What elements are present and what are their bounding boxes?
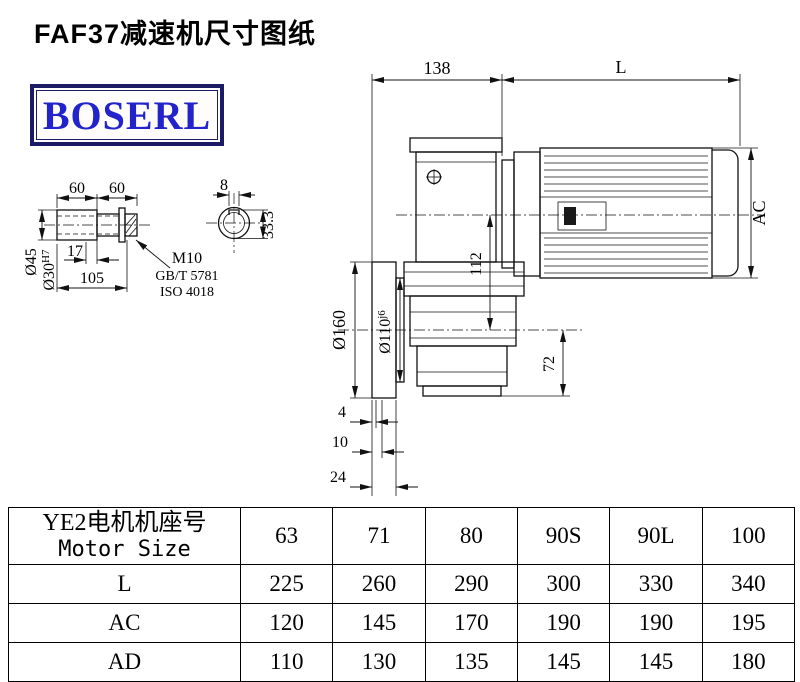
shaft-side-view: 60 60 17 105 Ø45 Ø30H7 M10 GB/T 5781 ISO… <box>23 180 219 300</box>
table-cell: 180 <box>701 642 796 682</box>
label-thread-m10: M10 <box>172 250 202 267</box>
output-flange: Ø160 Ø110j6 <box>329 261 585 399</box>
dim-105: 105 <box>80 270 104 287</box>
dia110-tolerance: j6 <box>376 310 388 320</box>
table-cell: 290 <box>424 564 518 604</box>
table-cell: 135 <box>424 642 518 682</box>
table-cell: 90L <box>609 507 703 565</box>
dim-L: L <box>616 57 627 77</box>
technical-drawing: 60 60 17 105 Ø45 Ø30H7 M10 GB/T 5781 ISO… <box>23 57 769 496</box>
dim-shaft-60b: 60 <box>109 180 125 197</box>
table-row-motor-size: YE2电机机座号 Motor Size 63 71 80 90S 90L 100 <box>8 507 796 565</box>
dia110-value: Ø110 <box>377 319 394 354</box>
header-label-en: Motor Size <box>58 536 191 562</box>
label-standard-gbt: GB/T 5781 <box>155 269 218 284</box>
dim-dia160: Ø160 <box>329 310 349 350</box>
dim-17: 17 <box>67 243 83 260</box>
motor-nameplate <box>557 201 607 231</box>
dim-dia110: Ø110j6 <box>376 310 394 354</box>
brand-logo-box: BOSERL <box>30 84 224 146</box>
dim-10: 10 <box>332 434 348 451</box>
ac-dimension: AC <box>712 147 769 279</box>
table-cell: 195 <box>701 603 796 643</box>
table-cell: 260 <box>332 564 426 604</box>
dim-dia30: Ø30H7 <box>40 249 58 291</box>
table-cell: 100 <box>701 507 796 565</box>
center-distance-dimensions: 112 72 <box>468 215 570 397</box>
dim-112: 112 <box>468 252 485 275</box>
table-cell: 330 <box>609 564 703 604</box>
dim-keyway-8: 8 <box>220 177 228 194</box>
shaft-end-view: 8 33.3 <box>206 177 277 253</box>
header-label-cn: YE2电机机座号 <box>42 510 207 537</box>
table-row-AD: AD 110 130 135 145 145 180 <box>8 642 796 682</box>
dim-72: 72 <box>541 356 558 372</box>
table-cell: 130 <box>332 642 426 682</box>
table-row-L: L 225 260 290 300 330 340 <box>8 564 796 604</box>
dim-dia45: Ø45 <box>23 248 40 276</box>
dia30-tolerance: H7 <box>40 249 52 263</box>
dim-shaft-60a: 60 <box>69 180 85 197</box>
table-cell: 170 <box>424 603 518 643</box>
table-cell: 120 <box>239 603 334 643</box>
motor-size-header-cell: YE2电机机座号 Motor Size <box>8 507 241 565</box>
table-cell: 225 <box>239 564 334 604</box>
table-cell: 300 <box>516 564 611 604</box>
top-dimensions: 138 L <box>371 57 741 262</box>
table-cell: 145 <box>609 642 703 682</box>
table-cell: 80 <box>424 507 518 565</box>
dia30-value: Ø30 <box>41 263 58 291</box>
dim-33-3: 33.3 <box>260 211 277 239</box>
table-cell: 63 <box>239 507 334 565</box>
brand-logo-text: BOSERL <box>42 92 212 138</box>
table-cell: 110 <box>239 642 334 682</box>
table-cell: 145 <box>332 603 426 643</box>
dim-4: 4 <box>338 404 346 421</box>
fan-cover <box>712 149 739 277</box>
motor <box>396 147 762 279</box>
row-label: L <box>8 564 241 604</box>
table-row-AC: AC 120 145 170 190 190 195 <box>8 603 796 643</box>
table-cell: 145 <box>516 642 611 682</box>
dim-AC: AC <box>749 200 769 225</box>
table-cell: 190 <box>609 603 703 643</box>
table-cell: 340 <box>701 564 796 604</box>
dimension-table: YE2电机机座号 Motor Size 63 71 80 90S 90L 100… <box>8 507 796 682</box>
gearbox-housing <box>403 137 525 397</box>
bottom-dimensions: 4 10 24 <box>330 400 418 496</box>
table-cell: 71 <box>332 507 426 565</box>
row-label: AC <box>8 603 241 643</box>
dim-138: 138 <box>424 58 451 78</box>
table-cell: 190 <box>516 603 611 643</box>
table-cell: 90S <box>516 507 611 565</box>
row-label: AD <box>8 642 241 682</box>
dim-24: 24 <box>330 469 346 486</box>
label-standard-iso: ISO 4018 <box>160 285 214 300</box>
page-title: FAF37减速机尺寸图纸 <box>34 19 317 49</box>
brand-logo-inner-border: BOSERL <box>36 90 218 140</box>
